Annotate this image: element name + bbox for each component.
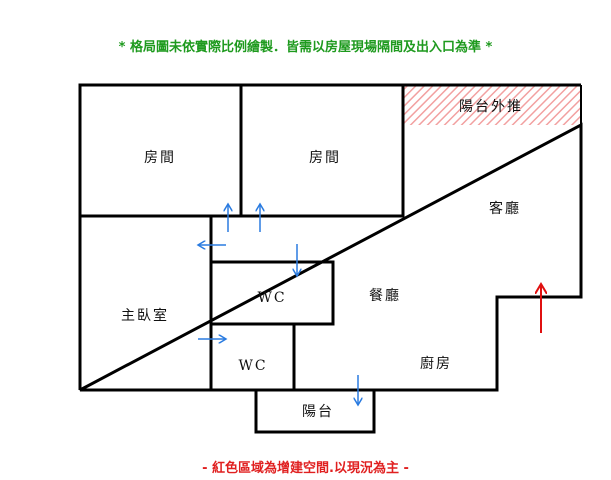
balcony-extension-area: [403, 85, 581, 125]
room-label-wc2: WC: [238, 358, 267, 374]
room-label-master-bedroom: 主臥室: [121, 307, 169, 324]
room-label-wc1: WC: [257, 290, 286, 306]
room-label-living-room: 客廳: [489, 200, 521, 217]
walls: [78, 83, 583, 434]
room-label-room2: 房間: [309, 150, 341, 166]
room-label-kitchen: 廚房: [420, 355, 452, 372]
door-arrows: [198, 204, 358, 405]
room-label-balcony-extension: 陽台外推: [459, 99, 523, 115]
addition-note: - 紅色區域為增建空間.以現況為主 -: [202, 461, 409, 476]
disclaimer-note: * 格局圖未依實際比例繪製．皆需以房屋現場隔間及出入口為準 *: [118, 40, 493, 55]
room-label-room1: 房間: [144, 150, 176, 166]
room-label-dining-room: 餐廳: [369, 287, 401, 304]
room-label-balcony: 陽台: [302, 404, 334, 420]
